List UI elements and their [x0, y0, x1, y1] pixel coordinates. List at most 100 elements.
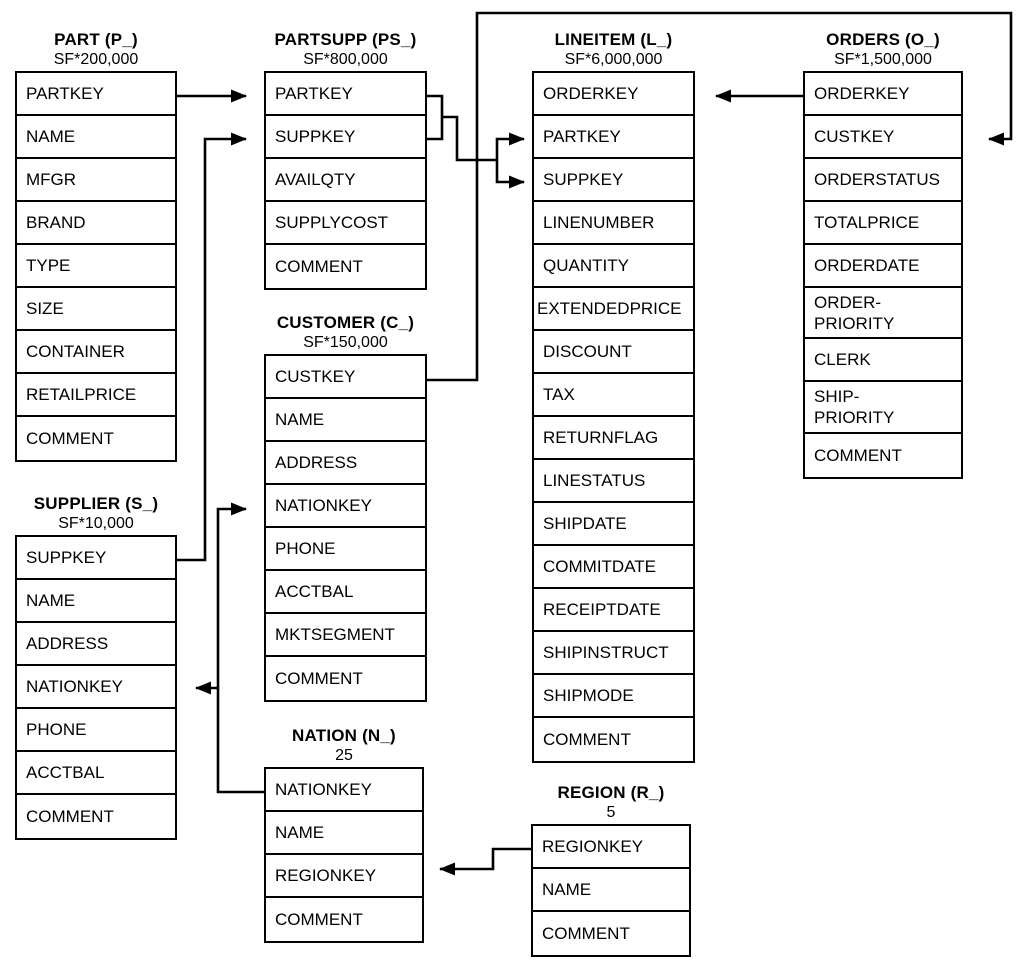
attr-lineitem-returnflag[interactable]: RETURNFLAG: [534, 417, 693, 460]
attr-region-name[interactable]: NAME: [533, 869, 689, 912]
entity-partsupp-box: PARTKEY SUPPKEY AVAILQTY SUPPLYCOST COMM…: [264, 71, 427, 290]
attr-orders-totalprice[interactable]: TOTALPRICE: [805, 202, 961, 245]
entity-supplier-box: SUPPKEY NAME ADDRESS NATIONKEY PHONE ACC…: [15, 535, 177, 840]
attr-partsupp-comment[interactable]: COMMENT: [266, 245, 425, 288]
attr-customer-name[interactable]: NAME: [266, 399, 425, 442]
attr-part-size[interactable]: SIZE: [17, 288, 175, 331]
entity-region: REGION (R_) 5 REGIONKEY NAME COMMENT: [531, 783, 691, 957]
attr-orders-orderpriority[interactable]: ORDER- PRIORITY: [805, 288, 961, 339]
entity-part: PART (P_) SF*200,000 PARTKEY NAME MFGR B…: [15, 30, 177, 462]
attr-lineitem-orderkey[interactable]: ORDERKEY: [534, 73, 693, 116]
entity-partsupp-title: PARTSUPP (PS_): [274, 30, 417, 49]
attr-part-comment[interactable]: COMMENT: [17, 417, 175, 460]
attr-lineitem-shipinstruct[interactable]: SHIPINSTRUCT: [534, 632, 693, 675]
attr-partsupp-partkey[interactable]: PARTKEY: [266, 73, 425, 116]
attr-customer-nationkey[interactable]: NATIONKEY: [266, 485, 425, 528]
attr-lineitem-comment[interactable]: COMMENT: [534, 718, 693, 761]
entity-customer: CUSTOMER (C_) SF*150,000 CUSTKEY NAME AD…: [264, 313, 427, 702]
entity-orders: ORDERS (O_) SF*1,500,000 ORDERKEY CUSTKE…: [803, 30, 963, 479]
attr-orders-comment[interactable]: COMMENT: [805, 434, 961, 477]
attr-orders-orderkey[interactable]: ORDERKEY: [805, 73, 961, 116]
attr-lineitem-receiptdate[interactable]: RECEIPTDATE: [534, 589, 693, 632]
entity-supplier: SUPPLIER (S_) SF*10,000 SUPPKEY NAME ADD…: [15, 494, 177, 840]
attr-part-name[interactable]: NAME: [17, 116, 175, 159]
attr-lineitem-commitdate[interactable]: COMMITDATE: [534, 546, 693, 589]
attr-region-comment[interactable]: COMMENT: [533, 912, 689, 955]
attr-lineitem-discount[interactable]: DISCOUNT: [534, 331, 693, 374]
entity-part-box: PARTKEY NAME MFGR BRAND TYPE SIZE CONTAI…: [15, 71, 177, 462]
link-partsupp-lineitem-trunk: [427, 94, 444, 141]
attr-orders-orderstatus[interactable]: ORDERSTATUS: [805, 159, 961, 202]
entity-orders-box: ORDERKEY CUSTKEY ORDERSTATUS TOTALPRICE …: [803, 71, 963, 479]
attr-orders-shippriority[interactable]: SHIP- PRIORITY: [805, 382, 961, 434]
entity-region-title: REGION (R_): [557, 783, 665, 802]
attr-customer-custkey[interactable]: CUSTKEY: [266, 356, 425, 399]
attr-customer-phone[interactable]: PHONE: [266, 528, 425, 571]
attr-nation-regionkey[interactable]: REGIONKEY: [266, 855, 422, 898]
attr-lineitem-partkey[interactable]: PARTKEY: [534, 116, 693, 159]
attr-partsupp-availqty[interactable]: AVAILQTY: [266, 159, 425, 202]
attr-orders-clerk[interactable]: CLERK: [805, 339, 961, 382]
attr-lineitem-linestatus[interactable]: LINESTATUS: [534, 460, 693, 503]
attr-lineitem-extendedprice[interactable]: EXTENDEDPRICE: [534, 288, 693, 331]
attr-part-mfgr[interactable]: MFGR: [17, 159, 175, 202]
entity-customer-title: CUSTOMER (C_): [276, 313, 415, 332]
attr-lineitem-shipdate[interactable]: SHIPDATE: [534, 503, 693, 546]
attr-supplier-nationkey[interactable]: NATIONKEY: [17, 666, 175, 709]
attr-nation-comment[interactable]: COMMENT: [266, 898, 422, 941]
entity-part-cardinality: SF*200,000: [53, 51, 139, 68]
entity-partsupp: PARTSUPP (PS_) SF*800,000 PARTKEY SUPPKE…: [264, 30, 427, 290]
entity-lineitem-box: ORDERKEY PARTKEY SUPPKEY LINENUMBER QUAN…: [532, 71, 695, 763]
attr-part-retailprice[interactable]: RETAILPRICE: [17, 374, 175, 417]
attr-lineitem-suppkey[interactable]: SUPPKEY: [534, 159, 693, 202]
attr-nation-name[interactable]: NAME: [266, 812, 422, 855]
entity-supplier-cardinality: SF*10,000: [58, 515, 134, 532]
entity-nation-box: NATIONKEY NAME REGIONKEY COMMENT: [264, 767, 424, 943]
entity-supplier-title: SUPPLIER (S_): [33, 494, 159, 513]
link-nation-trunk: [216, 502, 264, 794]
attr-lineitem-tax[interactable]: TAX: [534, 374, 693, 417]
entity-lineitem: LINEITEM (L_) SF*6,000,000 ORDERKEY PART…: [532, 30, 695, 763]
attr-part-container[interactable]: CONTAINER: [17, 331, 175, 374]
attr-partsupp-suppkey[interactable]: SUPPKEY: [266, 116, 425, 159]
attr-part-partkey[interactable]: PARTKEY: [17, 73, 175, 116]
attr-customer-address[interactable]: ADDRESS: [266, 442, 425, 485]
link-partsupp-lineitem-partkey: [495, 132, 525, 160]
attr-lineitem-quantity[interactable]: QUANTITY: [534, 245, 693, 288]
entity-lineitem-cardinality: SF*6,000,000: [564, 51, 663, 68]
entity-region-box: REGIONKEY NAME COMMENT: [531, 824, 691, 957]
link-partsupp-lineitem-join: [442, 115, 497, 162]
entity-customer-cardinality: SF*150,000: [303, 334, 388, 351]
link-supplier-partsupp: [177, 132, 247, 562]
entity-nation-title: NATION (N_): [292, 726, 396, 745]
attr-part-brand[interactable]: BRAND: [17, 202, 175, 245]
attr-lineitem-linenumber[interactable]: LINENUMBER: [534, 202, 693, 245]
attr-supplier-suppkey[interactable]: SUPPKEY: [17, 537, 175, 580]
attr-supplier-phone[interactable]: PHONE: [17, 709, 175, 752]
attr-customer-mktsegment[interactable]: MKTSEGMENT: [266, 614, 425, 657]
entity-customer-box: CUSTKEY NAME ADDRESS NATIONKEY PHONE ACC…: [264, 354, 427, 702]
entity-nation-cardinality: 25: [335, 747, 353, 764]
entity-region-cardinality: 5: [606, 804, 616, 821]
attr-supplier-acctbal[interactable]: ACCTBAL: [17, 752, 175, 795]
entity-orders-title: ORDERS (O_): [826, 30, 940, 49]
attr-nation-nationkey[interactable]: NATIONKEY: [266, 769, 422, 812]
attr-orders-custkey[interactable]: CUSTKEY: [805, 116, 961, 159]
entity-lineitem-title: LINEITEM (L_): [554, 30, 673, 49]
entity-partsupp-cardinality: SF*800,000: [303, 51, 388, 68]
entity-part-title: PART (P_): [54, 30, 138, 49]
attr-supplier-name[interactable]: NAME: [17, 580, 175, 623]
attr-supplier-comment[interactable]: COMMENT: [17, 795, 175, 838]
entity-orders-cardinality: SF*1,500,000: [834, 51, 932, 68]
attr-part-type[interactable]: TYPE: [17, 245, 175, 288]
link-partsupp-lineitem-suppkey: [495, 160, 525, 189]
entity-nation: NATION (N_) 25 NATIONKEY NAME REGIONKEY …: [264, 726, 424, 943]
attr-customer-acctbal[interactable]: ACCTBAL: [266, 571, 425, 614]
attr-supplier-address[interactable]: ADDRESS: [17, 623, 175, 666]
attr-customer-comment[interactable]: COMMENT: [266, 657, 425, 700]
attr-orders-orderdate[interactable]: ORDERDATE: [805, 245, 961, 288]
attr-region-regionkey[interactable]: REGIONKEY: [533, 826, 689, 869]
attr-lineitem-shipmode[interactable]: SHIPMODE: [534, 675, 693, 718]
attr-partsupp-supplycost[interactable]: SUPPLYCOST: [266, 202, 425, 245]
